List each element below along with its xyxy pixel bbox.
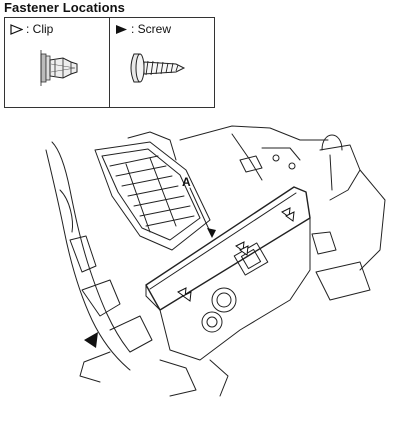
legend-screw-cell: : Screw <box>109 18 214 107</box>
screw-illustration <box>130 53 186 83</box>
legend-screw-label-row: : Screw <box>115 22 171 36</box>
legend-screw-text: : Screw <box>131 22 172 36</box>
clip-illustration <box>40 50 78 86</box>
legend-clip-label-row: : Clip <box>10 22 53 36</box>
legend-clip-text: : Clip <box>26 22 54 36</box>
hollow-triangle-icon <box>10 23 23 35</box>
solid-triangle-icon <box>116 24 127 34</box>
callout-a-label: A <box>182 175 191 189</box>
fastener-legend: : Clip : Screw <box>4 17 215 108</box>
legend-clip-cell: : Clip <box>5 18 109 107</box>
page-title: Fastener Locations <box>4 0 125 15</box>
